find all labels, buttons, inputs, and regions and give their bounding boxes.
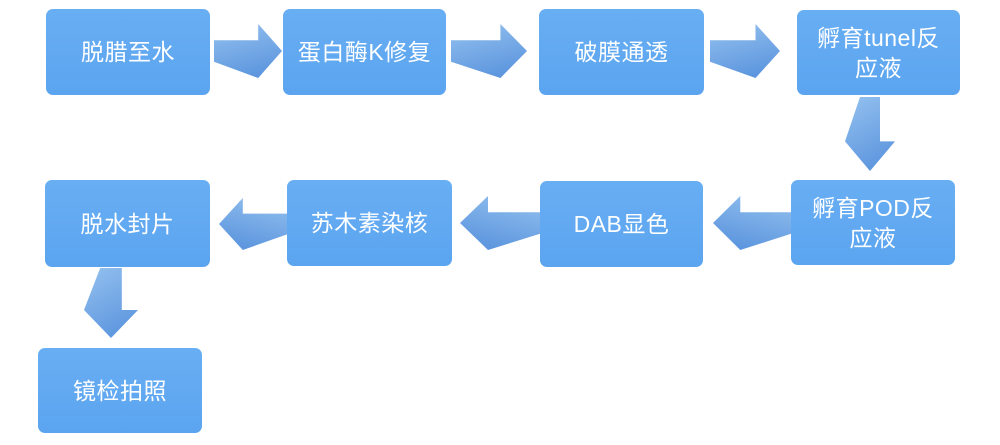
flow-node-label: 孵育POD反应液: [812, 194, 934, 251]
flow-node-hematoxylin-nuclear-stain: 苏木素染核: [287, 180, 452, 266]
flow-node-membrane-permeabilization: 破膜通透: [539, 9, 704, 95]
flow-node-microscopy-photography: 镜检拍照: [38, 348, 202, 433]
flow-node-label: 脱腊至水: [81, 39, 175, 65]
flow-node-label: 蛋白酶K修复: [297, 39, 432, 65]
flow-node-label: 孵育tunel反应液: [817, 24, 940, 81]
flow-node-pod-reaction-incubation: 孵育POD反应液: [791, 180, 955, 265]
flow-node-dehydration-mounting: 脱水封片: [45, 180, 210, 267]
connector-arrow-down-tunel-reaction-incubation-to-pod-reaction-incubation: [845, 97, 895, 171]
flow-node-label: DAB显色: [573, 211, 670, 237]
connector-arrow-right-dewax-to-water-to-proteinase-k-repair: [214, 24, 282, 78]
connector-arrow-down-dehydration-mounting-to-microscopy-photography: [84, 268, 138, 338]
flow-node-label: 脱水封片: [80, 210, 175, 237]
flow-node-dab-color-development: DAB显色: [540, 181, 703, 267]
flow-node-tunel-reaction-incubation: 孵育tunel反应液: [797, 10, 960, 95]
connector-arrow-left-dab-color-development-to-hematoxylin-nuclear-stain: [460, 196, 540, 250]
connector-arrow-left-hematoxylin-nuclear-stain-to-dehydration-mounting: [219, 198, 287, 250]
flow-node-dewax-to-water: 脱腊至水: [46, 9, 210, 95]
connector-arrow-right-membrane-permeabilization-to-tunel-reaction-incubation: [710, 24, 780, 78]
flow-node-label: 破膜通透: [574, 39, 669, 65]
flow-node-proteinase-k-repair: 蛋白酶K修复: [283, 9, 446, 95]
flow-node-label: 镜检拍照: [73, 377, 167, 404]
connector-arrow-left-pod-reaction-incubation-to-dab-color-development: [713, 196, 791, 250]
flow-node-label: 苏木素染核: [310, 210, 429, 236]
connector-arrow-right-proteinase-k-repair-to-membrane-permeabilization: [451, 24, 527, 78]
